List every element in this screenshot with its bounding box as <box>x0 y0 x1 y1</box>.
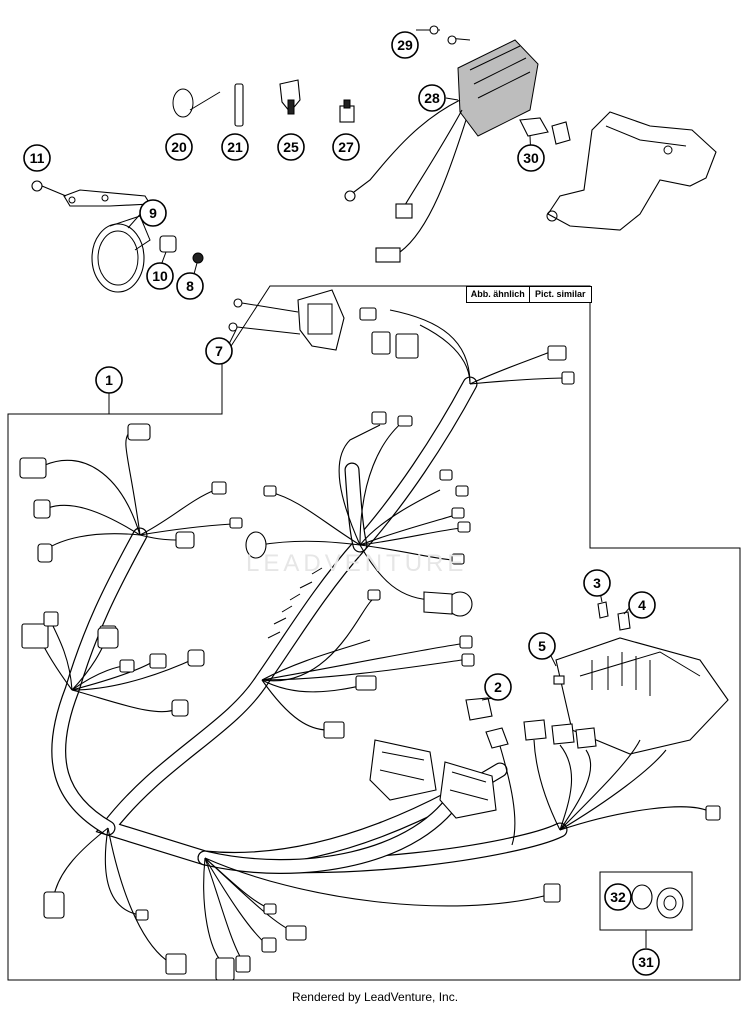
footer-credit: Rendered by LeadVenture, Inc. <box>291 990 459 1004</box>
similar-illustration-note: Abb. ähnlich Pict. similar <box>466 286 592 303</box>
callout-30: 30 <box>517 144 545 172</box>
callout-28: 28 <box>418 84 446 112</box>
callout-20: 20 <box>165 133 193 161</box>
main-wiring-harness <box>51 376 568 874</box>
svg-text:5: 5 <box>538 638 546 654</box>
svg-text:21: 21 <box>227 139 243 155</box>
svg-text:27: 27 <box>338 139 354 155</box>
svg-text:28: 28 <box>424 90 440 106</box>
svg-text:10: 10 <box>152 268 168 284</box>
svg-text:32: 32 <box>610 889 626 905</box>
middle-branch-wires <box>97 589 475 739</box>
callout-7: 7 <box>205 337 233 365</box>
note-english: Pict. similar <box>528 287 592 302</box>
svg-text:25: 25 <box>283 139 299 155</box>
left-branch-wires <box>19 423 243 717</box>
connector-2 <box>465 697 516 846</box>
svg-text:31: 31 <box>638 954 654 970</box>
svg-text:29: 29 <box>397 37 413 53</box>
mounting-bracket <box>228 289 345 351</box>
ecu-connectors <box>369 739 497 819</box>
svg-text:3: 3 <box>593 575 601 591</box>
svg-text:8: 8 <box>186 278 194 294</box>
callout-5: 5 <box>528 632 556 660</box>
svg-text:4: 4 <box>638 597 646 613</box>
svg-text:30: 30 <box>523 150 539 166</box>
callout-25: 25 <box>277 133 305 161</box>
note-german: Abb. ähnlich <box>470 289 525 299</box>
callout-2: 2 <box>484 673 512 701</box>
svg-text:2: 2 <box>494 679 502 695</box>
callout-11: 11 <box>23 144 51 172</box>
cable-tie-and-small-parts <box>172 79 355 127</box>
svg-text:9: 9 <box>149 205 157 221</box>
grommet-kit <box>599 871 693 948</box>
callout-4: 4 <box>628 591 656 619</box>
callout-29: 29 <box>391 31 419 59</box>
svg-text:11: 11 <box>30 150 45 166</box>
callout-1: 1 <box>95 366 123 394</box>
horn-assembly <box>31 180 204 293</box>
svg-text:7: 7 <box>215 343 223 359</box>
callout-32: 32 <box>604 883 632 911</box>
lower-branch-wires <box>43 827 561 981</box>
callout-9: 9 <box>139 199 167 227</box>
callout-8: 8 <box>176 272 204 300</box>
svg-text:1: 1 <box>105 372 113 388</box>
frame-bracket <box>519 111 717 231</box>
watermark-text: LEADVENTURE <box>246 550 468 577</box>
fuse-box <box>523 601 729 831</box>
callout-31: 31 <box>632 948 660 976</box>
voltage-regulator <box>344 25 539 263</box>
harness-boundary <box>7 285 741 981</box>
upper-branch-wires <box>245 307 575 617</box>
callout-27: 27 <box>332 133 360 161</box>
callout-21: 21 <box>221 133 249 161</box>
callout-leaders <box>108 97 633 701</box>
svg-text:20: 20 <box>171 139 187 155</box>
callout-3: 3 <box>583 569 611 597</box>
callout-10: 10 <box>146 262 174 290</box>
